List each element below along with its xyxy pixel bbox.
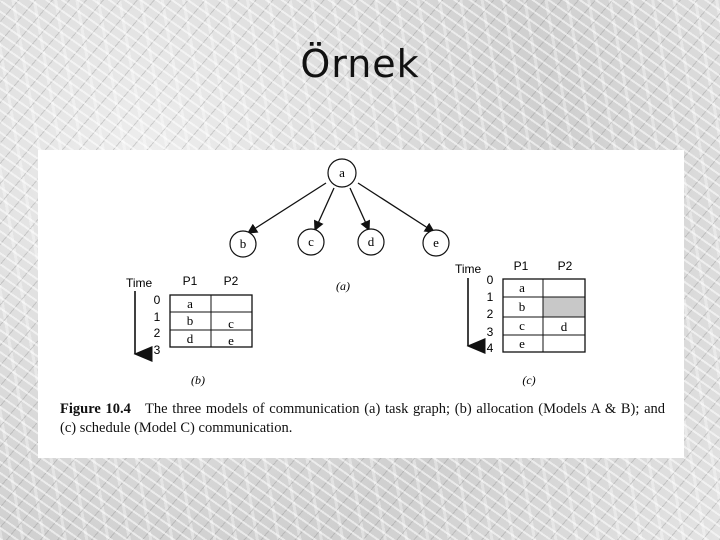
edge-a-b bbox=[246, 182, 327, 234]
allocation-header-p1: P1 bbox=[183, 274, 198, 288]
node-e bbox=[422, 229, 450, 257]
schedule-cell: d bbox=[561, 319, 568, 334]
node-b-label: b bbox=[240, 236, 247, 251]
allocation-tick-3: 3 bbox=[154, 343, 161, 357]
allocation-cell: e bbox=[228, 333, 234, 348]
slide-title: Örnek bbox=[300, 42, 420, 86]
schedule-tick-3: 3 bbox=[487, 325, 494, 339]
figure-number: Figure 10.4 bbox=[60, 401, 131, 417]
node-c-label: c bbox=[308, 234, 314, 249]
edge-a-c bbox=[314, 187, 335, 232]
schedule-tick-2: 2 bbox=[487, 307, 494, 321]
allocation-tick-1: 1 bbox=[154, 310, 161, 324]
label-a: (a) bbox=[336, 279, 350, 293]
edge-a-d bbox=[349, 187, 370, 232]
schedule-time-label: Time bbox=[455, 262, 482, 276]
schedule-cell: c bbox=[519, 318, 525, 333]
node-b bbox=[229, 230, 257, 258]
figure-panel: a b c d e (a) Time P1 P2 0 1 2 3 a bbox=[38, 150, 684, 458]
schedule-cell: b bbox=[519, 299, 526, 314]
allocation-header-p2: P2 bbox=[224, 274, 239, 288]
node-d-label: d bbox=[368, 234, 375, 249]
node-a bbox=[327, 158, 357, 188]
allocation-cell: d bbox=[187, 331, 194, 346]
figure-caption: Figure 10.4 The three models of communic… bbox=[60, 400, 665, 438]
allocation-diagram: Time P1 P2 0 1 2 3 a b c d e (b) bbox=[126, 274, 253, 387]
schedule-tick-0: 0 bbox=[487, 273, 494, 287]
schedule-header-p1: P1 bbox=[514, 259, 529, 273]
task-graph: a b c d e (a) bbox=[229, 158, 450, 293]
label-c: (c) bbox=[522, 373, 535, 387]
allocation-cell: c bbox=[228, 316, 234, 331]
schedule-diagram: Time P1 P2 0 1 2 3 4 a b c d e (c) bbox=[455, 259, 586, 387]
node-e-label: e bbox=[433, 235, 439, 250]
schedule-cell: a bbox=[519, 280, 525, 295]
allocation-time-label: Time bbox=[126, 276, 153, 290]
allocation-tick-0: 0 bbox=[154, 293, 161, 307]
schedule-shaded-cell bbox=[543, 297, 585, 317]
allocation-tick-2: 2 bbox=[154, 326, 161, 340]
node-a-label: a bbox=[339, 165, 345, 180]
schedule-tick-4: 4 bbox=[487, 341, 494, 355]
caption-text: The three models of communication (a) ta… bbox=[60, 401, 666, 436]
node-c bbox=[297, 228, 325, 256]
allocation-cell: a bbox=[187, 296, 193, 311]
node-d bbox=[357, 228, 385, 256]
schedule-tick-1: 1 bbox=[487, 290, 494, 304]
edge-a-e bbox=[357, 182, 436, 233]
label-b: (b) bbox=[191, 373, 205, 387]
allocation-cell: b bbox=[187, 313, 194, 328]
schedule-cell: e bbox=[519, 336, 525, 351]
figure-svg: a b c d e (a) Time P1 P2 0 1 2 3 a bbox=[126, 158, 586, 387]
schedule-table bbox=[502, 278, 586, 353]
schedule-header-p2: P2 bbox=[558, 259, 573, 273]
